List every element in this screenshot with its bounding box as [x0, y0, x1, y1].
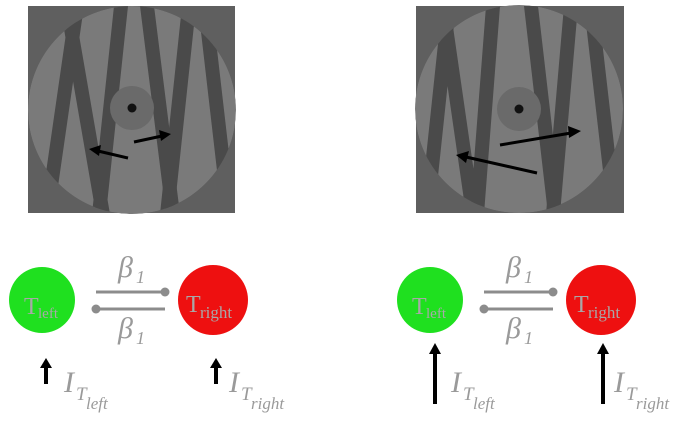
- fixation-dot: [127, 103, 137, 113]
- node-t-left-sub: left: [38, 306, 59, 322]
- right-panel: T left T right β 1 β 1 I T left I T righ…: [340, 0, 679, 416]
- input-right-main: I: [613, 366, 626, 399]
- arrow-left-head: [89, 145, 101, 156]
- node-t-right-sub: right: [200, 303, 232, 322]
- node-t-right-sub: right: [588, 303, 620, 322]
- beta-top: β: [505, 251, 521, 284]
- input-arrow-right-head: [597, 343, 609, 354]
- arrow-right-head: [568, 126, 581, 138]
- node-t-left: [397, 267, 463, 333]
- input-left-main: I: [63, 366, 76, 399]
- input-left-main: I: [450, 366, 463, 399]
- motion-arrows: [89, 130, 171, 160]
- input-arrow-right-head: [210, 358, 222, 368]
- beta-top: β: [117, 251, 133, 284]
- input-arrow-left-head: [429, 343, 441, 354]
- network-right: T left T right β 1 β 1 I T left I T righ…: [397, 251, 670, 413]
- input-left-subsub: left: [473, 394, 496, 413]
- node-t-right-main: T: [186, 292, 201, 318]
- network-left: T left T right β 1 β 1 I T left I T rig: [9, 251, 285, 413]
- node-t-left: [9, 267, 75, 333]
- node-t-right: [178, 265, 248, 335]
- node-t-left-sub: left: [426, 306, 447, 322]
- node-t-right-main: T: [574, 292, 589, 318]
- stimulus-left: [28, 6, 236, 214]
- input-right-sub: T: [241, 384, 253, 405]
- coupling-dot-bottom: [91, 304, 101, 314]
- input-right-main: I: [228, 366, 241, 399]
- input-left-sub: T: [76, 384, 88, 405]
- coupling-dot-top: [548, 287, 558, 297]
- beta-bottom: β: [117, 312, 133, 345]
- stimulus-right: [415, 5, 624, 213]
- coupling-dot-bottom: [479, 304, 489, 314]
- beta-bottom: β: [505, 312, 521, 345]
- node-t-right: [566, 265, 636, 335]
- coupling-dot-top: [160, 287, 170, 297]
- fixation-dot: [514, 104, 524, 114]
- stimulus-stripes: [40, 6, 236, 214]
- arrow-left-head: [456, 151, 469, 163]
- node-t-left-main: T: [24, 294, 39, 320]
- right-panel-svg: T left T right β 1 β 1 I T left I T righ…: [397, 5, 670, 413]
- input-left-sub: T: [463, 384, 475, 405]
- input-right-sub: T: [626, 384, 638, 405]
- beta-top-sub: 1: [136, 267, 145, 287]
- input-arrow-left-head: [40, 358, 52, 368]
- beta-bottom-sub: 1: [136, 328, 145, 348]
- motion-arrows: [456, 126, 581, 175]
- input-right-subsub: right: [636, 394, 670, 413]
- arrow-right-head: [159, 130, 171, 141]
- left-panel-svg: T left T right β 1 β 1 I T left I T rig: [9, 6, 285, 413]
- input-right-subsub: right: [251, 394, 285, 413]
- beta-top-sub: 1: [524, 267, 533, 287]
- left-panel: T left T right β 1 β 1 I T left I T rig: [0, 0, 340, 416]
- input-left-subsub: left: [86, 394, 109, 413]
- node-t-left-main: T: [412, 294, 427, 320]
- beta-bottom-sub: 1: [524, 328, 533, 348]
